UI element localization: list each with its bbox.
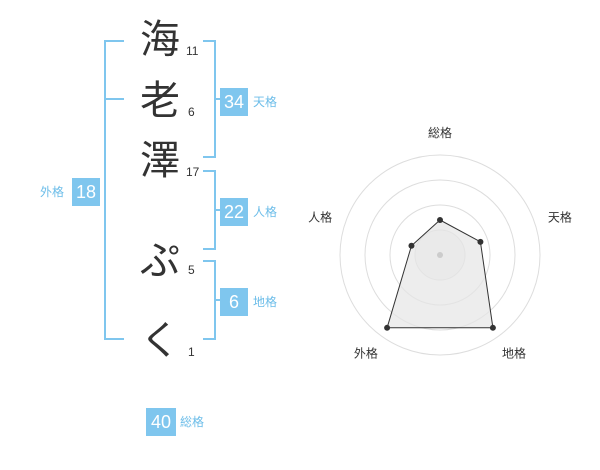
radar-point-5 — [408, 242, 415, 249]
soukaku-badge: 40 — [146, 408, 176, 436]
radar-axis-label-1: 総格 — [428, 125, 452, 140]
radar-center-dot — [437, 252, 443, 258]
chikaku-bracket — [203, 260, 216, 340]
jinkaku-bracket-tick — [216, 209, 222, 211]
radar-grid-ring-3 — [364, 179, 516, 331]
gaikaku-badge: 18 — [72, 178, 100, 206]
chikaku-bracket-tick — [216, 299, 222, 301]
radar-point-2 — [477, 238, 484, 245]
gaikaku-bracket — [104, 40, 124, 340]
radar-value-polygon — [386, 219, 494, 329]
radar-axis-label-4: 外格 — [354, 346, 378, 361]
name-char-5: く — [140, 318, 180, 364]
chikaku-badge: 6 — [220, 288, 248, 316]
name-char-3: 澤 — [140, 138, 180, 184]
jinkaku-badge: 22 — [220, 198, 248, 226]
radar-point-4 — [384, 324, 391, 331]
jinkaku-bracket — [203, 170, 216, 250]
name-char-4: ぷ — [140, 238, 180, 284]
tenkaku-bracket-tick — [216, 98, 222, 100]
stroke-count-3: 17 — [186, 165, 200, 179]
soukaku-label: 総格 — [180, 415, 205, 429]
stroke-count-4: 5 — [188, 263, 195, 277]
gaikaku-bracket-tick — [104, 98, 124, 100]
radar-grid-ring-4 — [339, 154, 541, 356]
stroke-count-1: 11 — [186, 44, 199, 58]
name-char-2: 老 — [140, 78, 180, 124]
radar-point-3 — [489, 324, 496, 331]
gaikaku-label: 外格 — [40, 185, 65, 199]
tenkaku-bracket — [203, 40, 216, 158]
radar-axis-label-3: 地格 — [502, 346, 526, 361]
stroke-count-5: 1 — [188, 345, 195, 359]
tenkaku-label: 天格 — [253, 95, 278, 109]
name-char-1: 海 — [140, 17, 180, 63]
radar-axis-label-5: 人格 — [308, 209, 332, 224]
radar-point-1 — [437, 217, 443, 223]
stroke-count-2: 6 — [188, 105, 195, 119]
jinkaku-label: 人格 — [253, 205, 278, 219]
radar-axis-label-2: 天格 — [548, 209, 572, 224]
tenkaku-badge: 34 — [220, 88, 248, 116]
chikaku-label: 地格 — [253, 295, 278, 309]
